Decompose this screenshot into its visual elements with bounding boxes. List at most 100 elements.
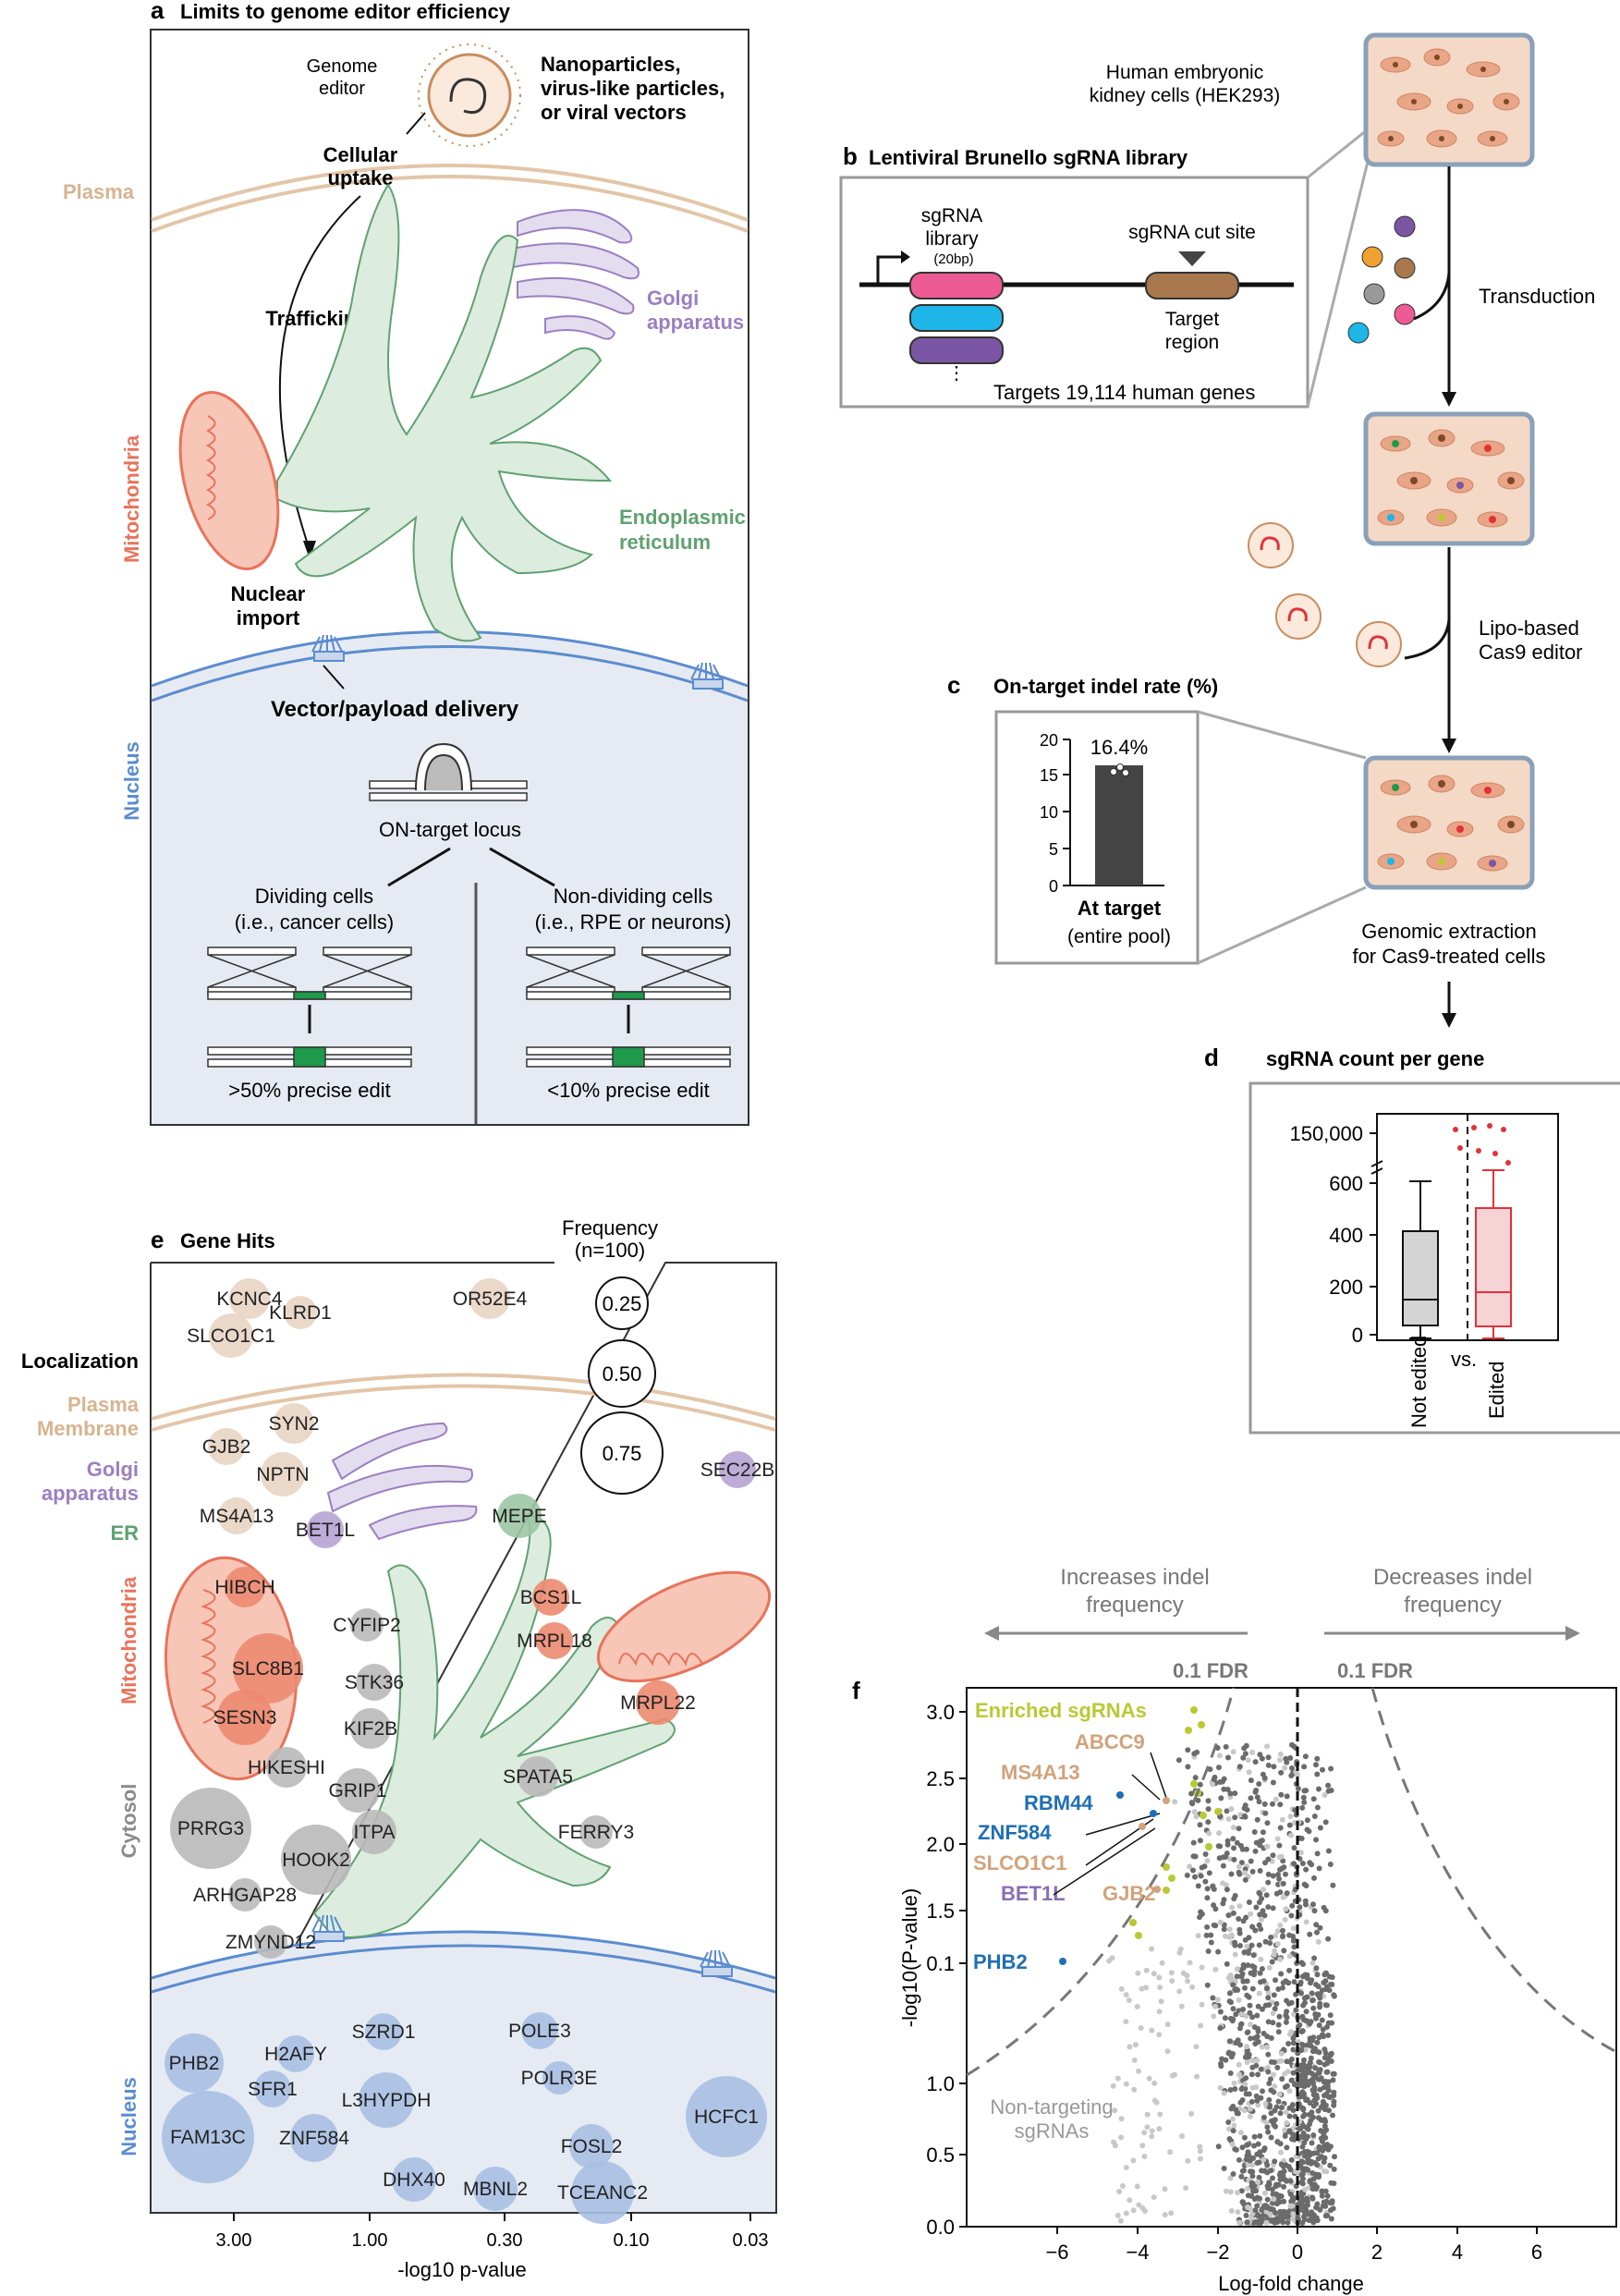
volcano-point bbox=[1311, 1814, 1318, 1819]
gene-bubble bbox=[164, 2033, 224, 2093]
volcano-point bbox=[1176, 1949, 1183, 1956]
volcano-point bbox=[1227, 2087, 1234, 2093]
volcano-point bbox=[1282, 2133, 1288, 2139]
volcano-point bbox=[1228, 1806, 1235, 1813]
volcano-point bbox=[1265, 1989, 1272, 1996]
volcano-point bbox=[1236, 2071, 1242, 2078]
volcano-point bbox=[1239, 2168, 1246, 2174]
volcano-point bbox=[1316, 2049, 1322, 2056]
volcano-point bbox=[1239, 2097, 1246, 2103]
volcano-point bbox=[1172, 1799, 1178, 1805]
volcano-point bbox=[1195, 1933, 1201, 1939]
volcano-point bbox=[1322, 2213, 1329, 2219]
volcano-point bbox=[1167, 2149, 1174, 2156]
gene-label: SEC22B bbox=[700, 1459, 775, 1481]
volcano-point bbox=[1199, 1964, 1205, 1971]
volcano-point bbox=[1280, 1880, 1286, 1887]
volcano-point bbox=[1248, 1795, 1254, 1801]
volcano-point bbox=[1284, 2082, 1290, 2089]
volcano-point bbox=[1278, 2050, 1285, 2057]
volcano-point bbox=[1176, 1988, 1183, 1995]
f-ytick-label: 1.5 bbox=[926, 1899, 955, 1923]
volcano-point bbox=[1234, 1839, 1240, 1846]
volcano-point bbox=[1321, 2199, 1327, 2205]
freq-title-line1: Frequency bbox=[562, 1216, 658, 1240]
cas9-particles-icon bbox=[1248, 522, 1402, 667]
volcano-point bbox=[1169, 2072, 1175, 2079]
enriched-point bbox=[1163, 1863, 1170, 1871]
volcano-point bbox=[1289, 1765, 1295, 1771]
volcano-point bbox=[1257, 1891, 1263, 1897]
volcano-point bbox=[1250, 2188, 1256, 2194]
volcano-point bbox=[1268, 1935, 1274, 1940]
volcano-point bbox=[1226, 2049, 1232, 2056]
volcano-point bbox=[1303, 1788, 1309, 1794]
volcano-point bbox=[1277, 2177, 1284, 2182]
volcano-point bbox=[1307, 2064, 1313, 2070]
volcano-point bbox=[1223, 2188, 1229, 2194]
import-arrow bbox=[323, 665, 345, 690]
volcano-point bbox=[1308, 1980, 1313, 1986]
volcano-point bbox=[1256, 2159, 1262, 2166]
gene-bubble bbox=[579, 1815, 613, 1849]
volcano-point bbox=[1322, 1978, 1329, 1985]
nucleus-region bbox=[152, 631, 748, 1124]
volcano-point bbox=[1117, 2217, 1124, 2224]
volcano-point bbox=[1202, 1851, 1209, 1857]
volcano-point bbox=[1300, 2166, 1307, 2172]
dividing-line2: (i.e., cancer cells) bbox=[235, 910, 394, 934]
volcano-point bbox=[1289, 2102, 1296, 2108]
volcano-point bbox=[1327, 1862, 1334, 1867]
e-xtick-label: 0.10 bbox=[614, 2230, 650, 2251]
panel-b: b Lentiviral Brunello sgRNA library ⋮ sg… bbox=[839, 32, 1595, 1028]
volcano-point bbox=[1205, 1819, 1212, 1826]
target-region-line1: Target bbox=[1165, 309, 1220, 330]
volcano-point bbox=[1236, 2061, 1242, 2068]
panel-a: a Limits to genome editor efficiency Gen… bbox=[63, 0, 749, 1126]
cat-golgi-line1: Golgi bbox=[87, 1458, 139, 1481]
volcano-point bbox=[1278, 2193, 1285, 2200]
gene-label: KCNC4 bbox=[216, 1288, 283, 1310]
gene-bubble bbox=[636, 1680, 680, 1725]
volcano-point bbox=[1290, 1925, 1297, 1932]
volcano-point bbox=[1257, 1838, 1263, 1844]
volcano-point bbox=[1271, 1992, 1277, 1998]
volcano-point bbox=[1252, 1759, 1259, 1765]
volcano-point bbox=[1284, 1793, 1290, 1800]
volcano-point bbox=[1298, 2158, 1305, 2165]
volcano-point bbox=[1273, 2104, 1280, 2110]
volcano-point bbox=[1328, 1765, 1334, 1772]
volcano-point bbox=[1300, 1973, 1307, 1980]
volcano-point bbox=[1283, 2162, 1289, 2168]
volcano-point bbox=[1243, 2212, 1249, 2218]
ellipsis-dots: ⋮ bbox=[947, 363, 966, 384]
volcano-point bbox=[1275, 1986, 1282, 1992]
volcano-point bbox=[1313, 1982, 1320, 1988]
volcano-point bbox=[1289, 1902, 1296, 1909]
volcano-point bbox=[1149, 2027, 1155, 2033]
volcano-point bbox=[1265, 1995, 1272, 2001]
sgrna-pink bbox=[909, 272, 1004, 299]
volcano-point bbox=[1284, 2178, 1290, 2184]
cat-cytosol: Cytosol bbox=[117, 1784, 140, 1859]
volcano-point bbox=[1269, 1959, 1275, 1965]
volcano-point bbox=[1153, 2099, 1160, 2106]
volcano-point bbox=[1309, 2194, 1316, 2201]
volcano-point bbox=[1139, 1985, 1145, 1992]
volcano-point bbox=[1249, 2173, 1256, 2180]
panel-c-zoom-top bbox=[1197, 710, 1367, 760]
gene-bubble bbox=[532, 1579, 569, 1616]
volcano-point bbox=[1242, 1751, 1248, 1757]
dividing-line1: Dividing cells bbox=[255, 885, 373, 908]
volcano-point bbox=[1238, 2086, 1245, 2093]
gene-label: ARHGAP28 bbox=[193, 1885, 297, 1906]
gene-bubble bbox=[518, 1756, 558, 1797]
volcano-point bbox=[1316, 1865, 1322, 1872]
volcano-point bbox=[1211, 1777, 1217, 1783]
volcano-point bbox=[1249, 2058, 1256, 2064]
volcano-point bbox=[1227, 2070, 1234, 2076]
gene-label: L3HYPDH bbox=[342, 2090, 432, 2111]
volcano-point bbox=[1317, 2145, 1322, 2152]
